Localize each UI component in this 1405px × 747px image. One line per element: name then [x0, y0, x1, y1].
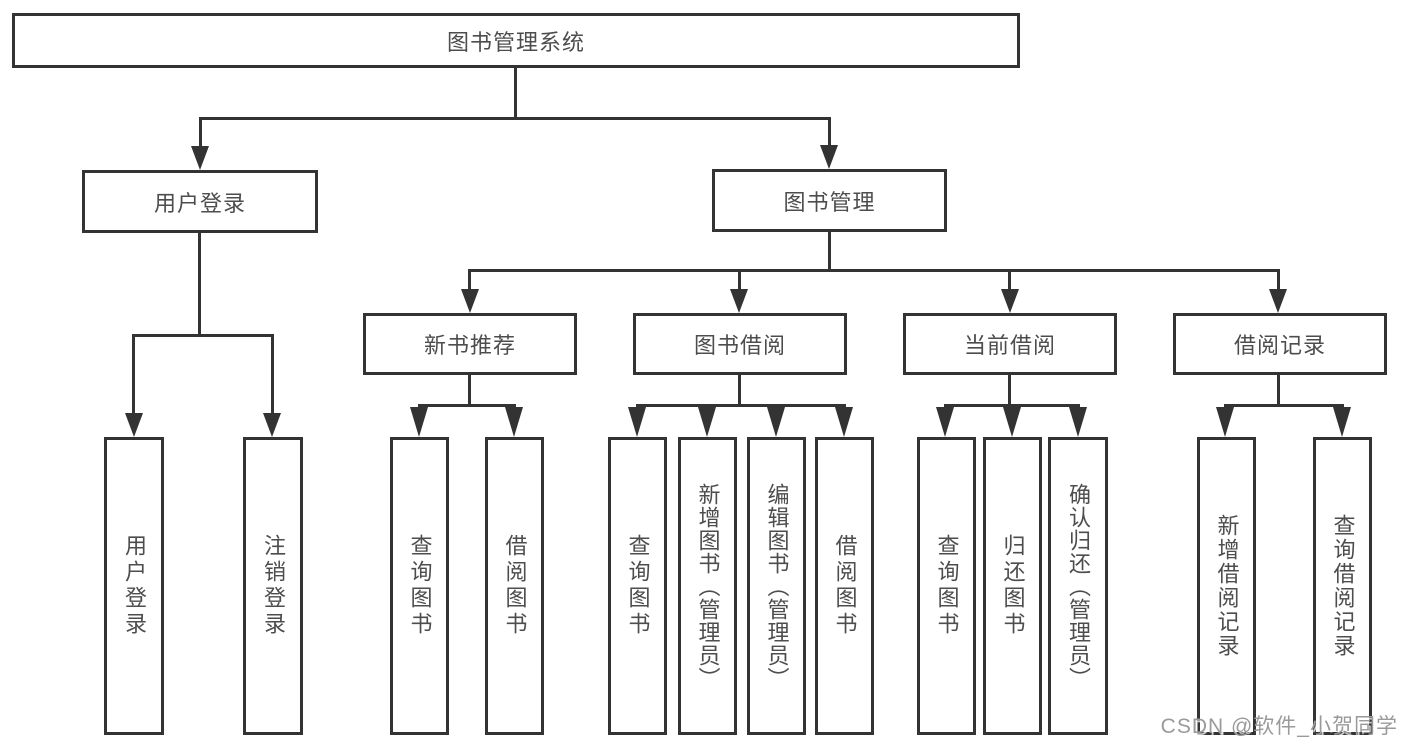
- connector-drop-leaf-user-login: [132, 334, 135, 416]
- arrowhead-current-query: [936, 407, 954, 437]
- node-new-book-recommend: 新书推荐: [363, 313, 577, 375]
- connector-user-login-bus: [132, 334, 274, 337]
- leaf-rec-query-books: 查询图书: [390, 437, 449, 735]
- arrowhead-borrow-borrow: [835, 407, 853, 437]
- leaf-records-query-record: 查询借阅记录: [1313, 437, 1372, 735]
- arrowhead-borrow-query: [628, 407, 646, 437]
- node-user-login: 用户登录: [82, 170, 318, 233]
- connector-borrow-stem: [738, 375, 741, 406]
- arrowhead-leaf-logout: [263, 413, 281, 437]
- node-root: 图书管理系统: [12, 13, 1020, 68]
- arrowhead-book-borrow: [730, 289, 748, 313]
- connector-drop-book-management: [828, 117, 831, 150]
- leaf-rec-borrow-books: 借阅图书: [485, 437, 544, 735]
- leaf-logout: 注销登录: [243, 437, 303, 735]
- connector-drop-borrow-records: [1277, 269, 1280, 292]
- arrowhead-new-book-recommend: [461, 289, 479, 313]
- connector-book-management-bus: [469, 269, 1280, 272]
- arrowhead-borrow-add: [698, 407, 716, 437]
- arrowhead-leaf-user-login: [125, 413, 143, 437]
- connector-rec-stem: [468, 375, 471, 406]
- connector-records-stem: [1277, 375, 1280, 406]
- connector-borrow-bus: [636, 404, 846, 407]
- connector-root-stem: [514, 68, 517, 118]
- leaf-records-add-record: 新增借阅记录: [1197, 437, 1256, 735]
- connector-user-login-stem: [198, 233, 201, 335]
- connector-root-bus: [199, 117, 831, 120]
- arrowhead-records-query: [1333, 407, 1351, 437]
- connector-current-stem: [1008, 375, 1011, 406]
- arrowhead-borrow-edit: [767, 407, 785, 437]
- connector-records-bus: [1224, 404, 1344, 407]
- connector-drop-new-book-recommend: [468, 269, 471, 292]
- arrowhead-current-return: [1003, 407, 1021, 437]
- arrowhead-current-borrow: [1001, 289, 1019, 313]
- leaf-borrow-borrow-books: 借阅图书: [815, 437, 874, 735]
- node-current-borrow: 当前借阅: [903, 313, 1117, 375]
- csdn-watermark: CSDN @软件_小贺同学: [1160, 715, 1398, 738]
- connector-drop-user-login: [199, 117, 202, 150]
- arrowhead-rec-borrow: [505, 407, 523, 437]
- arrowhead-records-add: [1216, 407, 1234, 437]
- leaf-user-login: 用户登录: [104, 437, 164, 735]
- arrowhead-borrow-records: [1269, 289, 1287, 313]
- connector-drop-current-borrow: [1008, 269, 1011, 292]
- node-book-borrow: 图书借阅: [633, 313, 847, 375]
- connector-rec-bus: [418, 404, 516, 407]
- leaf-current-return-books: 归还图书: [983, 437, 1042, 735]
- connector-drop-leaf-logout: [271, 334, 274, 416]
- node-book-management: 图书管理: [712, 169, 947, 232]
- node-borrow-records: 借阅记录: [1173, 313, 1387, 375]
- arrowhead-rec-query: [410, 407, 428, 437]
- leaf-borrow-add-books: 新增图书（管理员）: [678, 437, 737, 735]
- leaf-current-confirm-return: 确认归还（管理员）: [1048, 437, 1108, 735]
- leaf-borrow-edit-books: 编辑图书（管理员）: [747, 437, 806, 735]
- arrowhead-book-management: [820, 145, 838, 169]
- arrowhead-current-confirm: [1069, 407, 1087, 437]
- connector-current-bus: [944, 404, 1080, 407]
- arrowhead-user-login: [191, 146, 209, 170]
- connector-drop-book-borrow: [738, 269, 741, 292]
- connector-book-management-stem: [828, 232, 831, 270]
- leaf-borrow-query-books: 查询图书: [608, 437, 667, 735]
- leaf-current-query-books: 查询图书: [917, 437, 976, 735]
